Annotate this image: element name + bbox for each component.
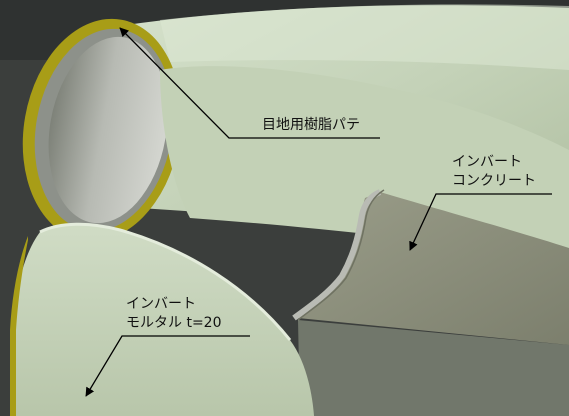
pipe-inner-wall [160,66,569,260]
label-invert-concrete-line2: コンクリート [452,173,536,189]
pipe-lower-surface [298,320,569,416]
label-invert-mortar: インバート モルタル t=20 [126,295,221,333]
invert-concrete-fill [298,192,569,345]
pipe-interior-opening [48,36,168,224]
label-invert-concrete: インバート コンクリート [452,153,536,191]
pipe-highlight [160,4,569,71]
leader-joint-putty [119,27,380,139]
label-invert-mortar-line2: モルタル t=20 [126,315,222,331]
label-joint-putty-text: 目地用樹脂パテ [262,117,360,133]
label-invert-mortar-line1: インバート [126,296,196,312]
leader-invert-mortar [85,335,250,397]
invert-mortar-slab [12,224,314,416]
invert-mortar-top-edge [39,222,292,341]
joint-putty-lower [10,236,28,416]
invert-concrete-edge-shadow [297,189,385,321]
leader-invert-concrete [409,193,552,251]
invert-concrete-edge [292,189,382,321]
label-joint-putty: 目地用樹脂パテ [262,116,360,135]
label-invert-concrete-line1: インバート [452,154,522,170]
